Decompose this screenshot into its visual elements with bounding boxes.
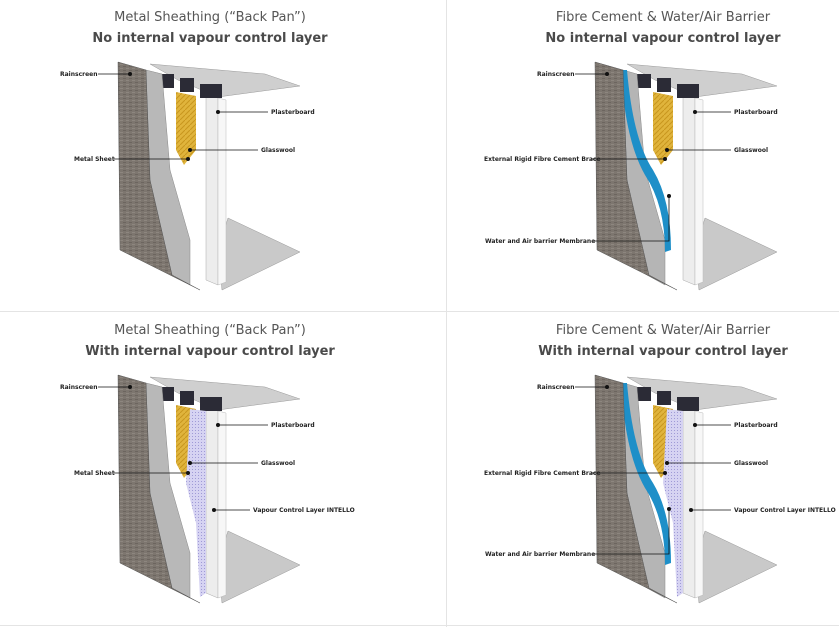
panel-fibre-no-vcl: Fibre Cement & Water/Air Barrier No inte… [419, 0, 839, 311]
stud-2 [180, 391, 194, 405]
glasswool [176, 92, 196, 165]
label-membrane: Water and Air barrier Membrane [485, 238, 595, 245]
label-rainscreen: Rainscreen [60, 384, 98, 391]
label-brace: External Rigid Fibre Cement Brace [484, 156, 601, 163]
plasterboard-face [694, 410, 704, 599]
wall-section-illustration: Rainscreen Plasterboard Glasswool Metal … [60, 374, 355, 604]
panel-fibre-vcl: Fibre Cement & Water/Air Barrier With in… [419, 313, 839, 624]
label-glasswool: Glasswool [261, 460, 295, 467]
label-glasswool: Glasswool [734, 460, 768, 467]
label-glasswool: Glasswool [734, 147, 768, 154]
label-vcl: Vapour Control Layer INTELLO [734, 507, 836, 514]
bottom-floor-slab [217, 217, 301, 291]
divider-vertical [446, 0, 447, 627]
water-air-membrane [621, 70, 671, 252]
label-plasterboard: Plasterboard [734, 109, 778, 116]
panel-title: Fibre Cement & Water/Air Barrier [555, 10, 771, 25]
rainscreen-panel [117, 61, 201, 291]
panel-subtitle: No internal vapour control layer [92, 31, 328, 46]
wall-section-drawing [594, 374, 778, 604]
plasterboard-face [217, 410, 227, 599]
rainscreen-panel [594, 374, 678, 604]
stud-3 [677, 84, 699, 98]
callouts [98, 385, 268, 512]
callouts [575, 385, 731, 555]
panel-subtitle: No internal vapour control layer [545, 31, 781, 46]
wall-section-illustration: Rainscreen Plasterboard Glasswool Extern… [484, 374, 836, 604]
bottom-floor-slab [694, 217, 778, 291]
label-glasswool: Glasswool [261, 147, 295, 154]
wall-section-drawing [117, 374, 301, 604]
stud-1 [160, 74, 174, 88]
panel-subtitle: With internal vapour control layer [538, 344, 788, 359]
label-plasterboard: Plasterboard [734, 422, 778, 429]
panel-title: Metal Sheathing (“Back Pan”) [114, 10, 306, 25]
stud-3 [200, 397, 222, 411]
stud-3 [200, 84, 222, 98]
bottom-floor-slab [217, 530, 301, 604]
plasterboard [682, 95, 696, 286]
panel-metal-no-vcl: Metal Sheathing (“Back Pan”) No internal… [0, 0, 420, 311]
plasterboard [205, 95, 219, 286]
panel-title: Fibre Cement & Water/Air Barrier [555, 323, 771, 338]
panel-subtitle: With internal vapour control layer [85, 344, 335, 359]
label-plasterboard: Plasterboard [271, 422, 315, 429]
glasswool [653, 92, 673, 165]
label-metal-sheet: Metal Sheet [74, 470, 115, 477]
wall-section-illustration: Rainscreen Plasterboard Glasswool Metal … [60, 61, 315, 291]
stud-3 [677, 397, 699, 411]
plasterboard-face [217, 97, 227, 286]
water-air-membrane [621, 383, 671, 565]
stud-1 [160, 387, 174, 401]
callouts [98, 72, 268, 161]
panel-metal-vcl: Metal Sheathing (“Back Pan”) With intern… [0, 313, 420, 624]
label-rainscreen: Rainscreen [537, 384, 575, 391]
label-rainscreen: Rainscreen [60, 71, 98, 78]
label-brace: External Rigid Fibre Cement Brace [484, 470, 601, 477]
panel-title: Metal Sheathing (“Back Pan”) [114, 323, 306, 338]
wall-section-drawing [594, 61, 778, 291]
rainscreen-panel [594, 61, 678, 291]
plasterboard [682, 408, 696, 599]
wall-section-illustration: Rainscreen Plasterboard Glasswool Extern… [484, 61, 778, 291]
rainscreen-panel [117, 374, 201, 604]
label-plasterboard: Plasterboard [271, 109, 315, 116]
label-metal-sheet: Metal Sheet [74, 156, 115, 163]
vapour-control-layer [663, 409, 683, 597]
stud-2 [657, 391, 671, 405]
label-membrane: Water and Air barrier Membrane [485, 551, 595, 558]
plasterboard-face [694, 97, 704, 286]
label-rainscreen: Rainscreen [537, 71, 575, 78]
stud-1 [637, 74, 651, 88]
stud-1 [637, 387, 651, 401]
callouts [575, 72, 731, 242]
plasterboard [205, 408, 219, 599]
vapour-control-layer [186, 409, 206, 597]
stud-2 [180, 78, 194, 92]
stud-2 [657, 78, 671, 92]
label-vcl: Vapour Control Layer INTELLO [253, 507, 355, 514]
divider-bottom [0, 625, 839, 626]
bottom-floor-slab [694, 530, 778, 604]
divider-horizontal [0, 311, 839, 312]
wall-section-drawing [117, 61, 301, 291]
